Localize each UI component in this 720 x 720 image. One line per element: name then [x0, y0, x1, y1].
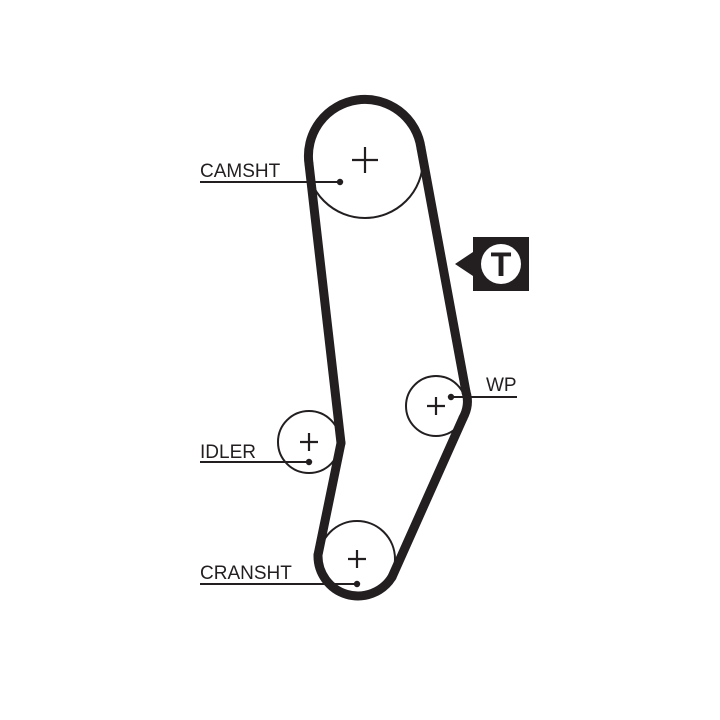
idler-pulley	[277, 410, 341, 474]
crankshaft-label: CRANSHT	[200, 563, 292, 584]
tensioner-arrow	[455, 252, 473, 276]
belt-span-crank-to-idler	[313, 438, 346, 560]
belt-span-wp-to-crank	[387, 413, 468, 582]
camshaft-label: CAMSHT	[200, 161, 281, 182]
idler-leader	[200, 458, 313, 466]
belt-span-idler-to-cam	[304, 159, 346, 448]
camshaft-center-mark	[352, 147, 378, 173]
water-pump-label: WP	[486, 375, 517, 396]
idler-label: IDLER	[200, 442, 256, 463]
crankshaft-center-mark	[348, 550, 366, 568]
timing-belt	[303, 94, 472, 601]
belt-span-cam-to-wp	[416, 143, 471, 397]
water-pump-pulley	[405, 375, 467, 437]
tensioner-circle	[481, 244, 521, 284]
water-pump-leader	[447, 393, 517, 401]
idler-center-mark	[300, 433, 318, 451]
camshaft-pulley	[306, 101, 424, 219]
tensioner-letter: T	[491, 246, 512, 284]
water-pump-center-mark	[427, 397, 445, 415]
camshaft-leader	[200, 178, 344, 186]
crankshaft-leader	[200, 580, 361, 588]
tensioner-marker: T	[455, 237, 529, 291]
crankshaft-pulley	[318, 520, 396, 598]
